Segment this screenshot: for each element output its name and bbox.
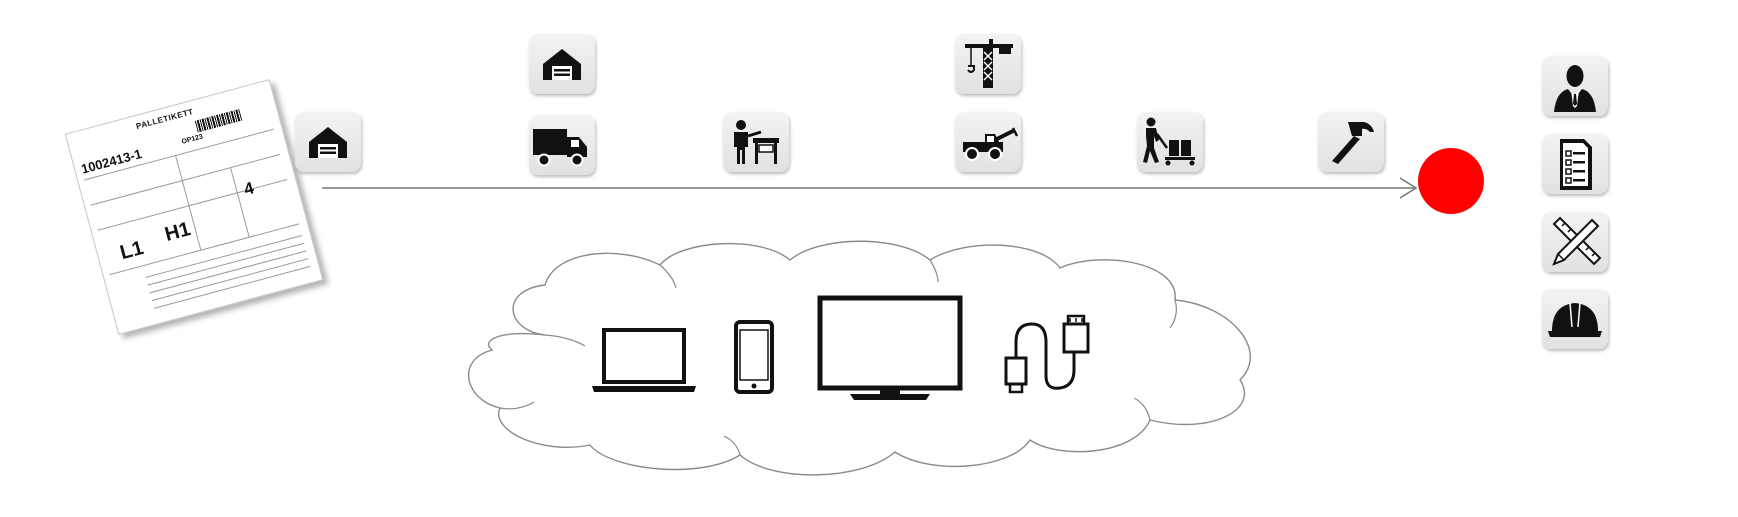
pallet-jack-icon <box>1143 117 1195 166</box>
warehouse-icon <box>543 49 581 80</box>
smartphone-icon <box>734 320 774 394</box>
person-icon <box>1554 65 1596 112</box>
telehandler-tile <box>955 112 1021 172</box>
end-point-marker <box>1418 148 1484 214</box>
hammer-icon <box>1332 122 1374 164</box>
hammer-tile <box>1318 112 1384 172</box>
telehandler-icon <box>963 127 1019 161</box>
truck-icon <box>533 129 587 167</box>
worker-gate-icon <box>734 120 779 164</box>
truck-tile <box>529 115 595 175</box>
hard-hat-icon <box>1548 302 1602 337</box>
garage-icon <box>309 127 347 158</box>
ruler-pencil-tile <box>1542 212 1608 272</box>
ruler-pencil-icon <box>1552 216 1602 266</box>
tower-crane-tile <box>955 34 1021 94</box>
hard-hat-tile <box>1542 289 1608 349</box>
garage-tile <box>295 112 361 172</box>
worker-tile <box>723 112 789 172</box>
tower-crane-icon <box>965 39 1013 88</box>
checklist-icon <box>1560 139 1592 190</box>
checklist-tile <box>1542 134 1608 194</box>
person-tile <box>1542 56 1608 116</box>
monitor-icon <box>817 295 963 400</box>
warehouse-tile <box>529 34 595 94</box>
pallet-jack-tile <box>1137 112 1203 172</box>
laptop-icon <box>592 328 696 392</box>
usb-cable-icon <box>1004 314 1090 394</box>
